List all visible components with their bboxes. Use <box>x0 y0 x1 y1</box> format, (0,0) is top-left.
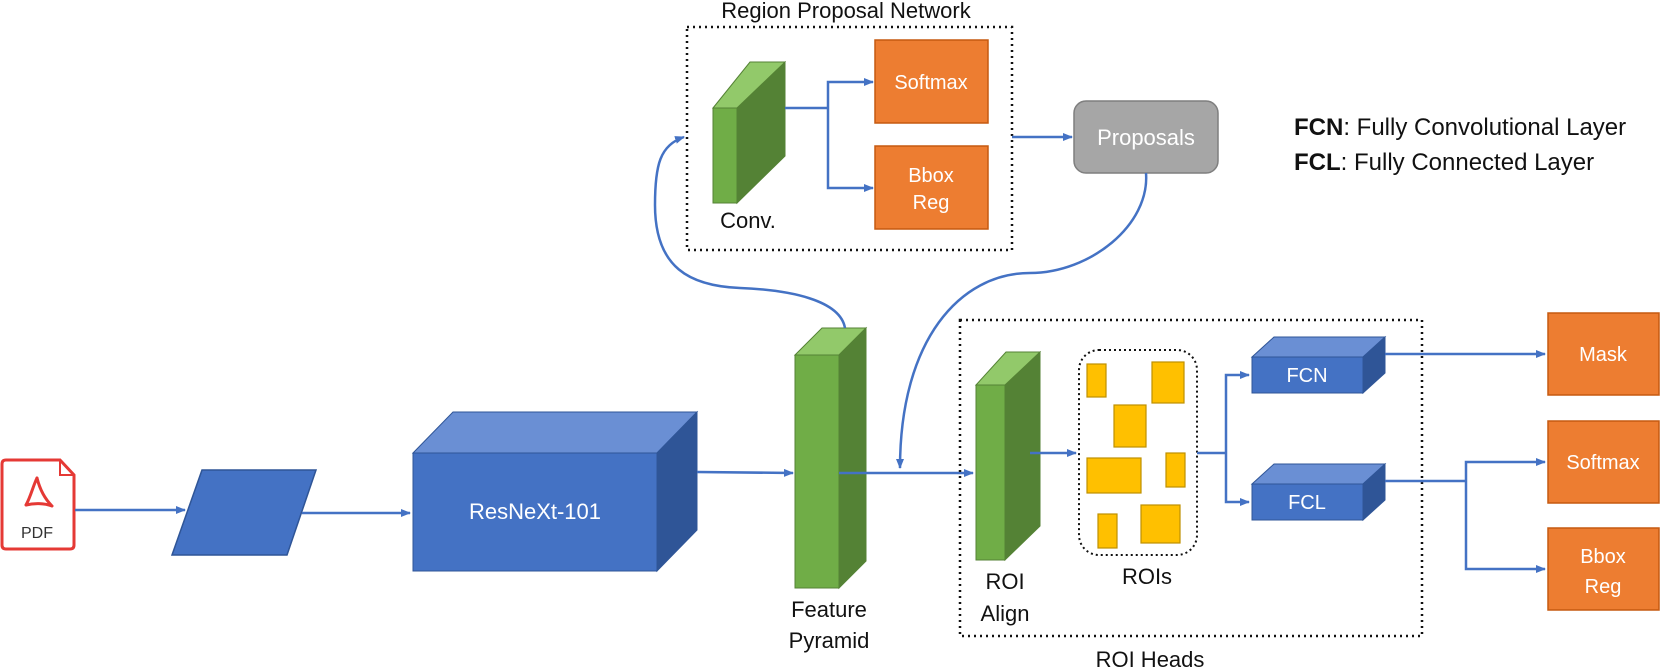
legend-fcn: FCN: Fully Convolutional Layer <box>1294 114 1626 141</box>
mask-output-box <box>1547 312 1660 396</box>
rpn-dotted-frame <box>685 25 1014 252</box>
roi-rect <box>1097 513 1118 549</box>
mask-output-label: Mask <box>1579 344 1628 366</box>
proposals-to-roi-arrow <box>896 172 1148 469</box>
roi-rect <box>1086 457 1142 494</box>
region-proposal-network: Region Proposal Network Conv. Softmax Bb… <box>685 0 1014 252</box>
roi-rect <box>1113 404 1147 448</box>
feature-pyramid-label-line2: Pyramid <box>789 628 870 653</box>
roi-align-block <box>974 350 1042 562</box>
roi-heads: ROI Heads ROI Align ROIs <box>958 318 1424 670</box>
rpn-title: Region Proposal Network <box>721 0 971 23</box>
pdf-label: PDF <box>21 525 53 542</box>
roi-rect <box>1086 363 1107 398</box>
rpn-bbox-reg-line1: Bbox <box>908 165 954 187</box>
roi-heads-title: ROI Heads <box>1096 647 1205 670</box>
rpn-softmax-box <box>874 39 989 124</box>
resnext-backbone-block <box>411 410 699 573</box>
fpn-to-rpn-arrow <box>653 135 847 329</box>
branch-to-fcn-arrow <box>1224 371 1250 453</box>
rpn-softmax-label: Softmax <box>894 72 967 94</box>
roi-rect <box>1151 361 1185 404</box>
backbone-to-fpn-arrow <box>696 468 794 477</box>
legend-fcl: FCL: Fully Connected Layer <box>1294 149 1594 176</box>
rpn-bbox-reg-line2: Reg <box>913 192 950 214</box>
branch-to-fcl-arrow <box>1224 453 1250 506</box>
bbox-reg-output-line2: Reg <box>1585 576 1622 598</box>
rpn-bbox-reg-box <box>874 145 989 230</box>
roi-align-label-line1: ROI <box>985 569 1024 594</box>
branch-to-softmax-arrow <box>1464 458 1546 481</box>
fcl-label: FCL <box>1288 492 1326 514</box>
roi-rect <box>1165 452 1186 488</box>
roi-heads-dotted-frame <box>958 318 1424 638</box>
roi-align-label-line2: Align <box>981 601 1030 626</box>
fcn-label: FCN <box>1286 365 1327 387</box>
resnext-label: ResNeXt-101 <box>469 499 601 524</box>
softmax-output-box <box>1547 420 1660 504</box>
legend: FCN: Fully Convolutional Layer FCL: Full… <box>1294 114 1626 176</box>
rpn-conv-block <box>711 60 787 205</box>
rpn-conv-label: Conv. <box>720 208 776 233</box>
proposals-label: Proposals <box>1097 125 1195 150</box>
branch-to-bbox-reg-arrow <box>1464 481 1546 573</box>
pdf-file-icon: PDF <box>0 458 76 551</box>
fcn-block <box>1250 335 1387 395</box>
softmax-output-label: Softmax <box>1566 452 1639 474</box>
roi-rect <box>1140 504 1181 544</box>
rpn-branch-to-softmax-arrow <box>826 78 874 108</box>
feature-pyramid-block <box>793 326 868 590</box>
rpn-branch-to-bbox-arrow <box>826 108 874 192</box>
feature-pyramid-label-line1: Feature <box>791 597 867 622</box>
bbox-reg-output-box <box>1547 527 1660 611</box>
fcl-block <box>1250 462 1387 522</box>
rois-label: ROIs <box>1122 564 1172 589</box>
bbox-reg-output-line1: Bbox <box>1580 546 1626 568</box>
rois-region-boxes <box>1086 361 1186 549</box>
input-image-parallelogram <box>170 469 318 556</box>
